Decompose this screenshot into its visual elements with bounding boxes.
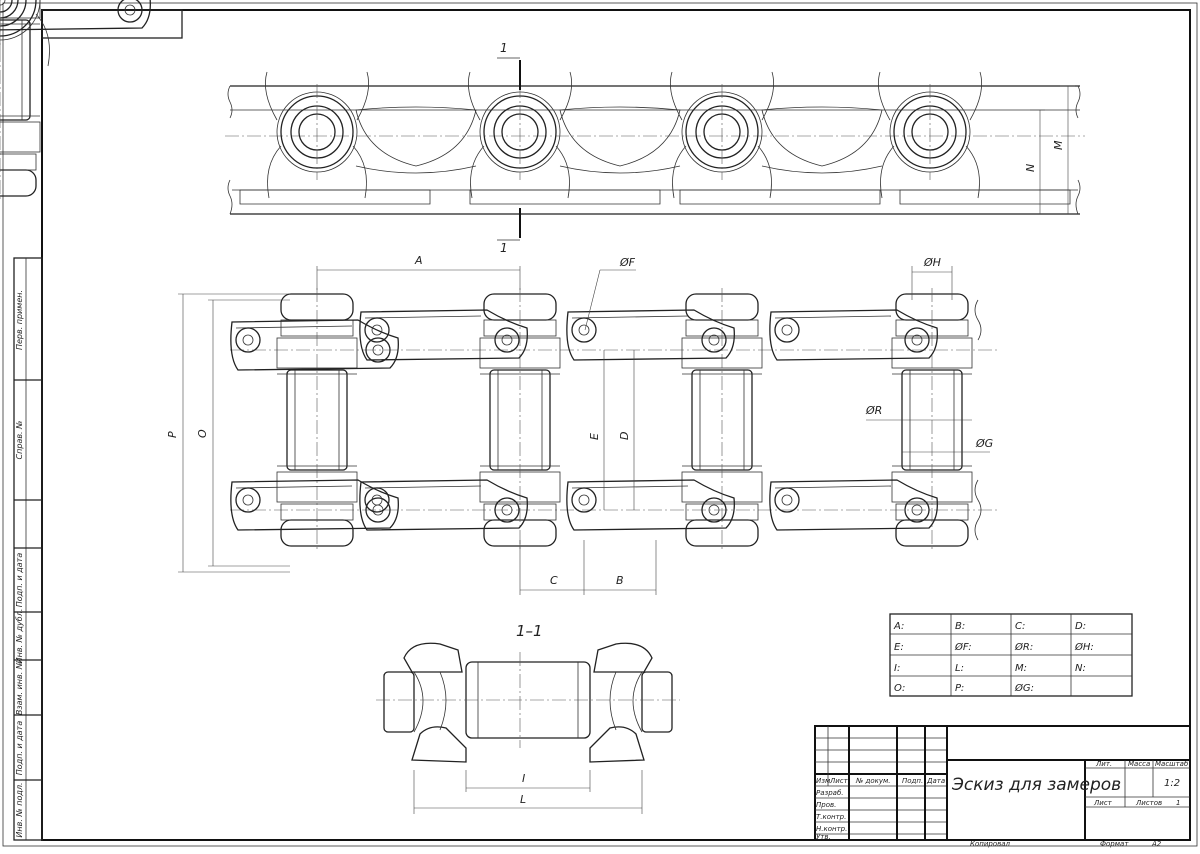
role-label: Т.контр. — [816, 813, 846, 821]
stamp-text: Подп. и дата — [15, 553, 24, 608]
stamp-text: Подп. и дата — [15, 721, 24, 776]
table-cell: D: — [1075, 621, 1086, 632]
role-label: Утв. — [816, 833, 831, 841]
dim-n-label: N — [1024, 164, 1037, 172]
table-cell: B: — [955, 621, 965, 632]
table-cell: E: — [894, 642, 904, 653]
table-cell: N: — [1075, 663, 1086, 674]
table-cell: I: — [894, 663, 900, 674]
dim-g-label: ØG — [975, 437, 993, 450]
top-view: 1 1 N M — [0, 0, 1085, 255]
cut-label-top: 1 — [500, 41, 508, 55]
title-block: Изм Лист № докум. Подп. Дата Разраб. Про… — [814, 725, 1191, 848]
dim-m-label: M — [1052, 140, 1065, 150]
col-header: Подп. — [902, 777, 923, 785]
table-cell: O: — [894, 683, 905, 694]
role-label: Пров. — [816, 801, 836, 809]
format-value: A2 — [1151, 840, 1162, 848]
table-cell: ØR: — [1014, 641, 1033, 653]
sheets-value: 1 — [1176, 799, 1180, 807]
dim-f-label: ØF — [619, 256, 636, 269]
dim-i-label: I — [522, 772, 525, 785]
measure-table: A: B: C: D: E: ØF: ØR: ØH: I: L: M: N: O… — [889, 613, 1133, 697]
col-header: Лист — [829, 777, 849, 785]
table-cell: ØF: — [954, 641, 972, 653]
table-cell: ØG: — [1014, 682, 1034, 694]
copied-label: Копировал — [970, 840, 1011, 848]
lit-label: Лит. — [1095, 760, 1112, 768]
section-view: 1–1 I L — [376, 622, 680, 814]
table-cell: A: — [893, 621, 904, 632]
section-title: 1–1 — [516, 622, 543, 640]
dim-b-label: B — [616, 574, 624, 587]
role-label: Разраб. — [816, 789, 844, 797]
dim-h-label: ØH — [923, 256, 941, 269]
table-cell: M: — [1015, 663, 1027, 674]
table-cell: C: — [1015, 621, 1025, 632]
scale-value: 1:2 — [1164, 778, 1180, 789]
stamp-text: Инв. № дубл. — [15, 609, 24, 664]
mass-label: Масса — [1128, 760, 1150, 768]
stamp-text: Взам. инв. № — [15, 661, 24, 715]
role-label: Н.контр. — [816, 825, 847, 833]
dim-a-label: A — [414, 254, 423, 267]
col-header: Изм — [816, 777, 831, 785]
sheets-label: Листов — [1135, 799, 1162, 807]
front-view: A ØF ØH P O E D ØR ØG C B — [0, 0, 1000, 595]
stamp-text: Справ. № — [15, 421, 24, 460]
dim-r-label: ØR — [865, 404, 882, 417]
stamp-text: Инв. № подл. — [15, 782, 24, 837]
dim-d-label: D — [618, 432, 631, 440]
scale-label: Масштаб — [1155, 760, 1189, 768]
stamp-text: Перв. примен. — [15, 290, 24, 350]
dim-e-label: E — [588, 433, 601, 440]
drawing-title: Эскиз для замеров — [951, 775, 1121, 795]
dim-l-label: L — [520, 793, 526, 806]
side-stamp: Перв. примен. Справ. № Подп. и дата Инв.… — [13, 257, 43, 841]
cut-label-bottom: 1 — [500, 241, 508, 255]
col-header: № докум. — [855, 777, 891, 785]
table-cell: P: — [955, 683, 964, 694]
dim-p-label: P — [166, 431, 179, 438]
dim-c-label: C — [550, 574, 558, 587]
sheet-label: Лист — [1093, 799, 1113, 807]
format-label: Формат — [1100, 840, 1129, 848]
col-header: Дата — [926, 777, 945, 785]
table-cell: L: — [955, 663, 964, 674]
dim-o-label: O — [196, 429, 209, 438]
table-cell: ØH: — [1074, 641, 1094, 653]
